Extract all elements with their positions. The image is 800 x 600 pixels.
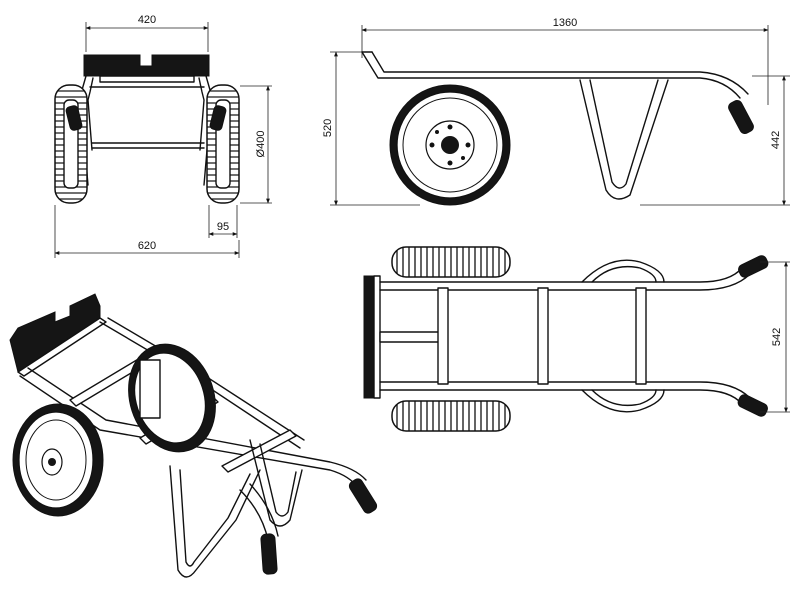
side-frame-rail: [361, 51, 741, 99]
side-handle-grip: [728, 99, 754, 135]
dim-label-420: 420: [138, 14, 156, 26]
dimension-520: 520: [322, 51, 420, 206]
front-view: 420 Ø400 95: [54, 14, 272, 258]
top-view: 542: [363, 246, 790, 432]
top-wheel-lower: [391, 400, 511, 432]
dimension-95: 95: [208, 205, 238, 238]
iso-grip-front: [260, 533, 278, 575]
iso-front-wheel: [12, 403, 104, 517]
front-left-grip: [65, 105, 83, 131]
dimension-620: 620: [54, 205, 240, 258]
dim-label-95: 95: [217, 221, 229, 233]
side-view: 1360 520 442: [322, 17, 790, 206]
dim-label-620: 620: [138, 240, 156, 252]
dim-label-542: 542: [771, 328, 783, 346]
top-axle: [379, 331, 443, 343]
iso-support-leg: [169, 465, 261, 578]
isometric-view: [9, 293, 378, 578]
dim-label-442: 442: [770, 131, 782, 149]
dimension-1360: 1360: [361, 17, 769, 105]
dim-label-diameter: Ø400: [255, 131, 267, 158]
top-crossbar-2: [537, 287, 549, 385]
top-stop-plate: [363, 275, 375, 399]
front-plate-base: [99, 75, 195, 83]
top-crossbar-3: [635, 287, 647, 385]
top-grip-lower: [737, 394, 768, 417]
iso-rear-wheel: [128, 343, 216, 453]
dim-label-520: 520: [322, 119, 334, 137]
iso-grip-rear: [348, 478, 378, 514]
dimension-542: 542: [760, 261, 790, 413]
top-grip-upper: [738, 255, 769, 278]
top-wheel-upper: [391, 246, 511, 278]
side-wheel: [389, 84, 511, 206]
front-stop-plate: [83, 54, 210, 77]
front-right-grip: [209, 105, 227, 131]
dimension-420: 420: [85, 14, 209, 52]
dimension-442: 442: [640, 75, 790, 206]
dim-label-1360: 1360: [553, 17, 577, 29]
side-support-leg: [579, 79, 669, 200]
dimension-diameter-400: Ø400: [240, 85, 272, 204]
top-crossbar-1: [437, 287, 449, 385]
